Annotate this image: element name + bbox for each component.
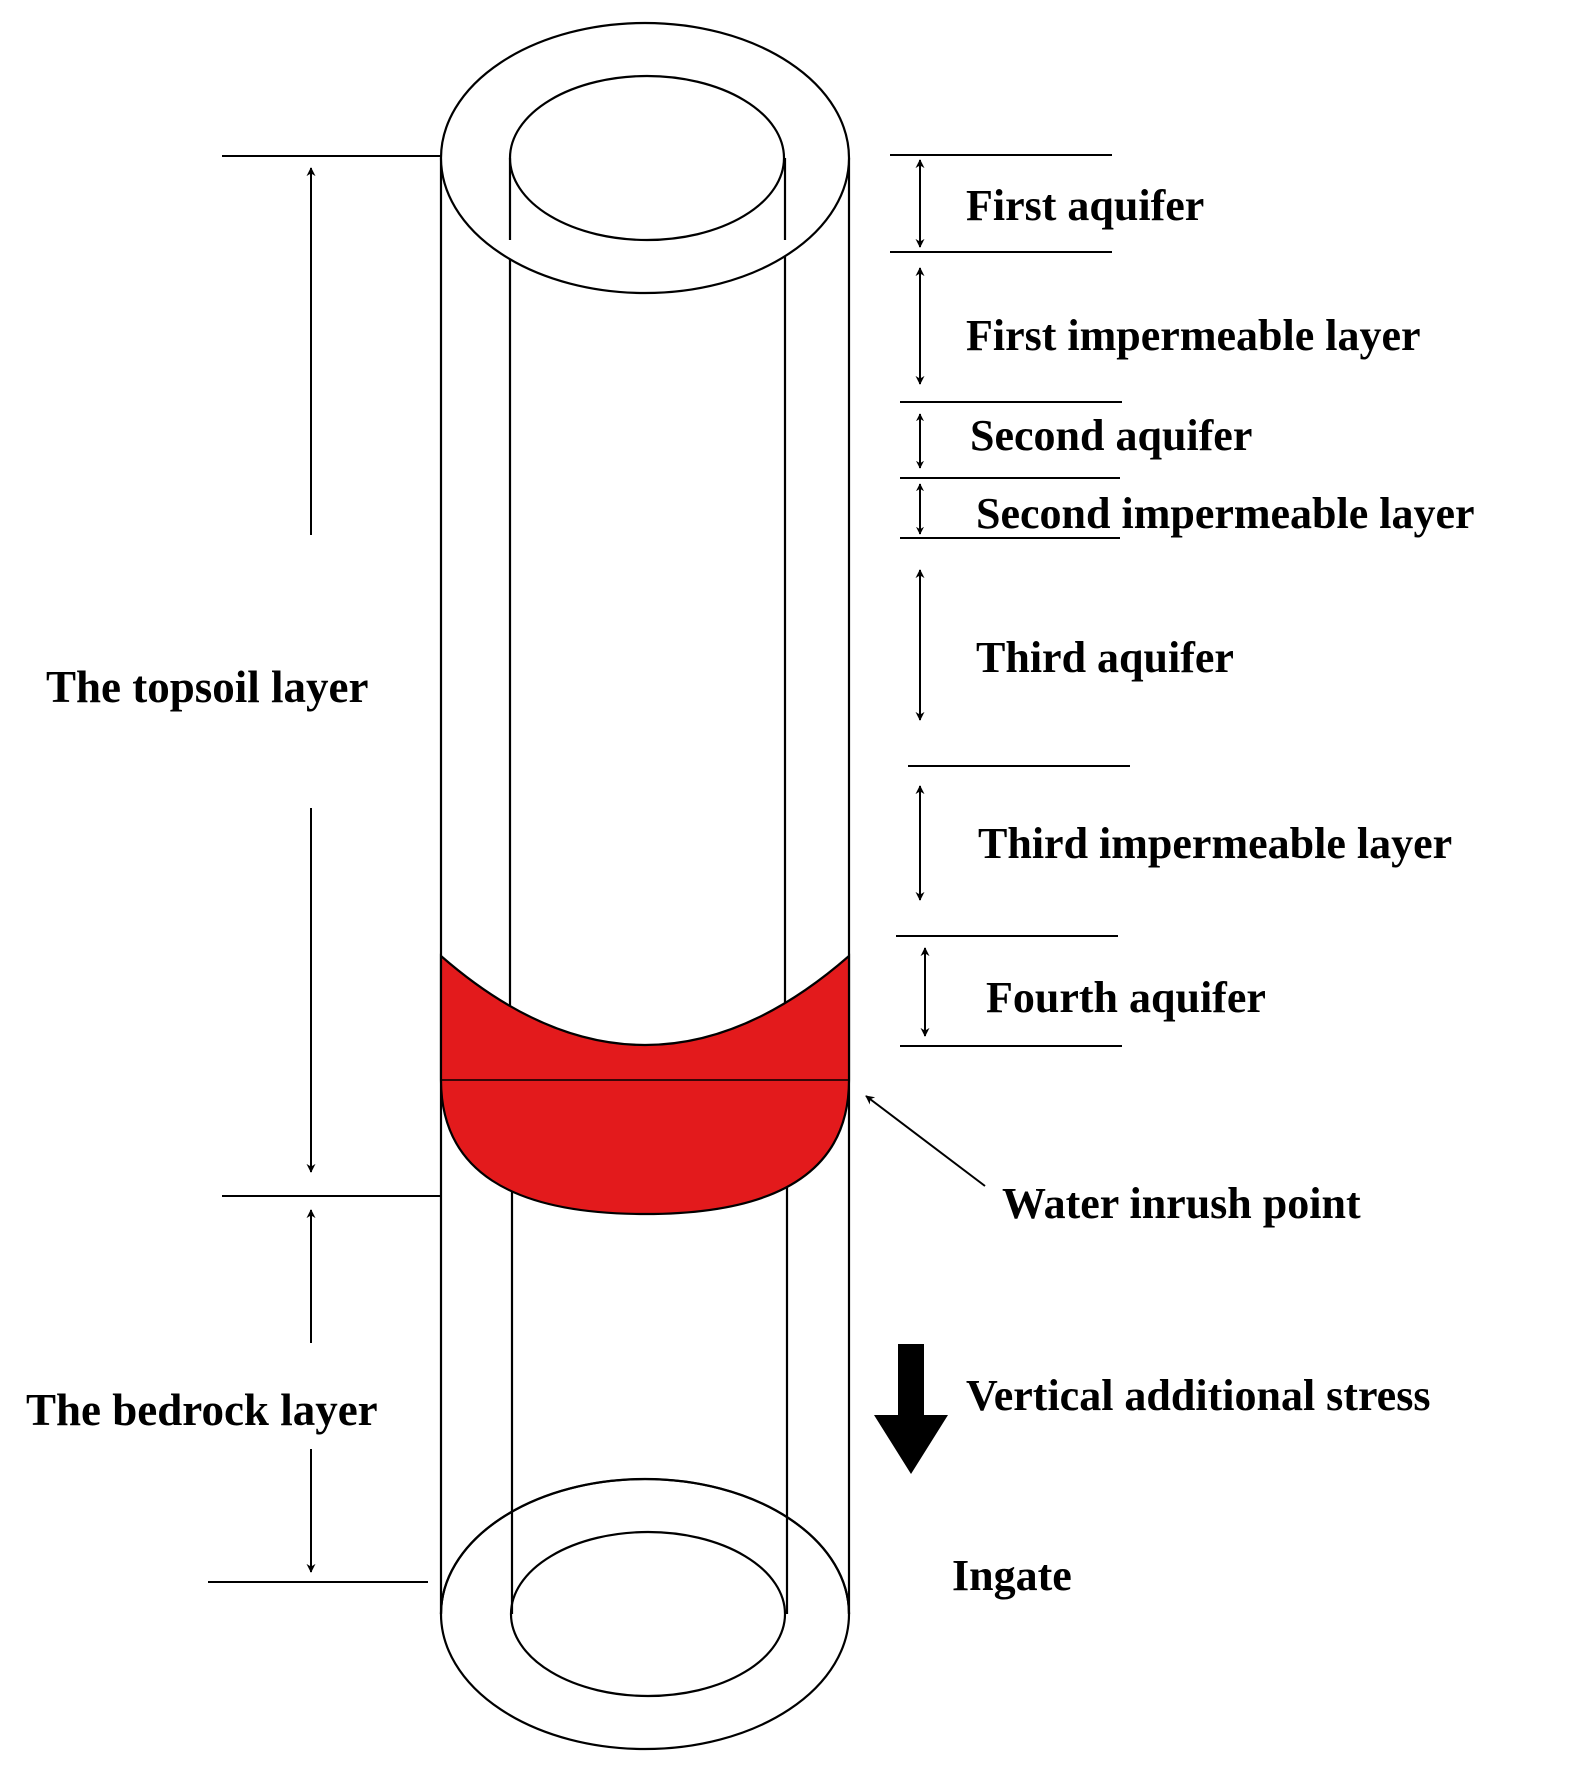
ingate-label: Ingate	[952, 1551, 1072, 1600]
shaft-top-outer-rim	[439, 21, 851, 295]
layer-markers	[890, 154, 1130, 1047]
water-inrush-label: Water inrush point	[1002, 1179, 1361, 1228]
shaft-bottom-inner-rim	[509, 1530, 787, 1698]
left-markers	[208, 155, 441, 1583]
shaft-cylinder	[439, 21, 851, 1751]
bedrock-label: The bedrock layer	[26, 1385, 378, 1435]
inrush-pointer-arrow	[865, 1095, 986, 1187]
second-aquifer-label: Second aquifer	[970, 411, 1252, 460]
shaft-bottom-outer-rim	[439, 1477, 851, 1751]
first-aquifer-label: First aquifer	[966, 181, 1204, 230]
topsoil-label: The topsoil layer	[46, 662, 369, 712]
third-impermeable-label: Third impermeable layer	[978, 819, 1452, 868]
second-impermeable-label: Second impermeable layer	[976, 489, 1475, 538]
inrush-band-shape	[439, 953, 851, 1216]
fourth-aquifer-label: Fourth aquifer	[986, 973, 1266, 1022]
first-impermeable-label: First impermeable layer	[966, 311, 1421, 360]
inrush-band	[439, 953, 851, 1216]
stress-label: Vertical additional stress	[966, 1371, 1430, 1420]
third-aquifer-label: Third aquifer	[976, 633, 1234, 682]
stress-arrow-icon	[874, 1344, 948, 1474]
